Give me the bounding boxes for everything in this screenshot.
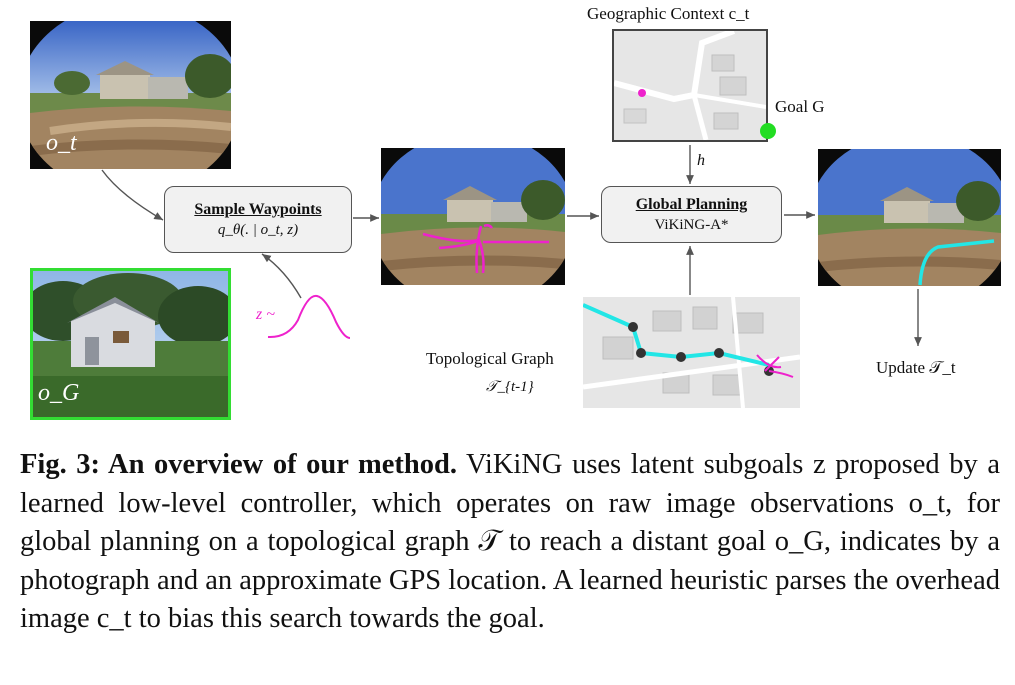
heuristic-h-label: h — [697, 152, 705, 169]
goal-marker — [760, 123, 776, 139]
graph-node — [636, 348, 646, 358]
figure-caption: Fig. 3: An overview of our method. ViKiN… — [20, 446, 1000, 639]
ot-image-label: o_t — [46, 130, 77, 156]
latent-z-label: z ~ — [256, 306, 275, 323]
latent-gaussian-curve — [267, 294, 351, 339]
sample-waypoints-box: Sample Waypoints q_θ(. | o_t, z) — [164, 186, 352, 253]
arrow-ot-to-sample — [101, 169, 164, 221]
planned-path — [918, 239, 995, 286]
graph-node — [714, 348, 724, 358]
update-label: Update 𝒯_t — [876, 358, 956, 377]
geographic-context-label: Geographic Context c_t — [587, 4, 750, 23]
geographic-context-map — [612, 29, 768, 142]
topological-graph-map — [583, 297, 800, 408]
sample-waypoints-formula: q_θ(. | o_t, z) — [217, 222, 299, 238]
result-observation-image — [818, 149, 1001, 286]
topological-graph-symbol: 𝒯_{t-1} — [486, 379, 534, 395]
current-position-marker — [638, 89, 646, 97]
global-planning-title: Global Planning — [635, 196, 748, 213]
diagram-arrows — [101, 123, 922, 346]
arrow-z-to-sample — [261, 253, 302, 299]
goal-image — [30, 268, 231, 420]
global-planning-box: Global Planning ViKiNG-A* — [601, 186, 782, 243]
global-planning-subtitle: ViKiNG-A* — [654, 217, 729, 233]
waypoint-path-5 — [483, 224, 493, 229]
topological-graph-label: Topological Graph — [426, 349, 554, 368]
goal-image-scene — [33, 271, 228, 417]
geographic-context-map-drawing — [614, 31, 766, 140]
waypoint-path-4 — [438, 238, 481, 250]
current-observation-image — [30, 21, 231, 169]
graph-node — [676, 352, 686, 362]
graph-node — [628, 322, 638, 332]
waypoint-observation-image — [381, 148, 565, 285]
current-observation-scene — [30, 21, 231, 169]
topological-graph-drawing — [583, 297, 800, 408]
waypoint-observation-scene — [381, 148, 565, 285]
waypoint-path-2 — [475, 225, 483, 274]
caption-text: ViKiNG uses latent subgoals z proposed b… — [20, 449, 1000, 634]
figure-label: Fig. 3: An overview of our method. — [20, 449, 457, 480]
sample-waypoints-title: Sample Waypoints — [194, 201, 322, 218]
og-image-label: o_G — [38, 380, 80, 406]
result-observation-scene — [818, 149, 1001, 286]
goal-label: Goal G — [775, 97, 825, 116]
topological-path — [583, 303, 770, 367]
